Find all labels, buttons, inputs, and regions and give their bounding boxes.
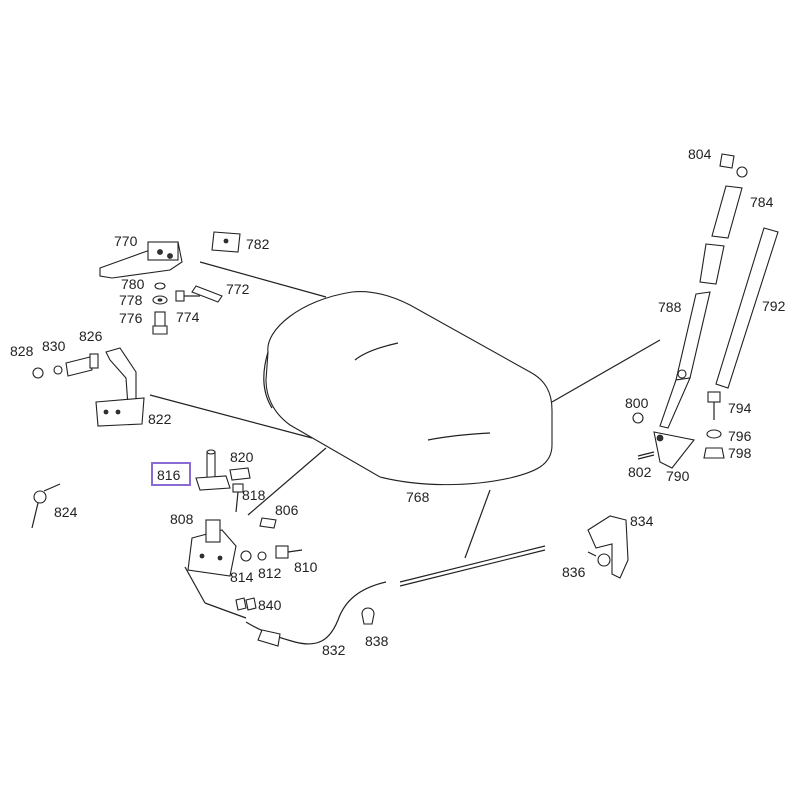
hood-part-768 [263, 291, 553, 486]
label-820: 820 [230, 449, 254, 465]
pin-part-816 [195, 449, 231, 491]
nut-part-798 [703, 447, 725, 459]
label-804: 804 [688, 146, 712, 162]
bracket-part-782 [211, 231, 241, 253]
label-778: 778 [119, 292, 143, 308]
label-826: 826 [79, 328, 103, 344]
hardware-810-814 [240, 545, 303, 562]
label-836: 836 [562, 564, 586, 580]
label-812: 812 [258, 565, 282, 581]
label-800: 800 [625, 395, 649, 411]
label-770: 770 [114, 233, 138, 249]
label-774: 774 [176, 309, 200, 325]
label-838: 838 [365, 633, 389, 649]
label-776: 776 [119, 310, 143, 326]
hinge-part-770 [99, 241, 183, 279]
bolt-part-794 [707, 391, 721, 420]
label-834: 834 [630, 513, 654, 529]
label-784: 784 [750, 194, 774, 210]
leader-lines [149, 261, 661, 619]
label-814: 814 [230, 569, 254, 585]
label-790: 790 [666, 468, 690, 484]
label-808: 808 [170, 511, 194, 527]
pad-part-806 [259, 517, 277, 529]
label-792: 792 [762, 298, 786, 314]
label-788: 788 [658, 299, 682, 315]
spring-part-792 [715, 227, 779, 389]
label-806: 806 [275, 502, 299, 518]
strut-part-788 [659, 291, 711, 429]
hinge-arm-826 [95, 347, 145, 427]
strut-part-784 [699, 185, 743, 285]
label-798: 798 [728, 445, 752, 461]
clips-part-840 [235, 597, 257, 611]
label-810: 810 [294, 559, 318, 575]
label-832: 832 [322, 642, 346, 658]
label-840: 840 [258, 597, 282, 613]
label-824: 824 [54, 504, 78, 520]
screw-part-818 [232, 483, 244, 513]
label-822: 822 [148, 411, 172, 427]
washer-part-800 [632, 412, 644, 424]
highlight-box-816 [151, 462, 191, 486]
grommet-part-838 [361, 607, 375, 625]
label-772: 772 [226, 281, 250, 297]
label-794: 794 [728, 400, 752, 416]
label-796: 796 [728, 428, 752, 444]
label-828: 828 [10, 343, 34, 359]
screw-part-836 [587, 551, 611, 567]
pad-part-772 [191, 285, 223, 303]
washers-776-780 [152, 282, 168, 335]
label-802: 802 [628, 464, 652, 480]
label-818: 818 [242, 487, 266, 503]
label-782: 782 [246, 236, 270, 252]
latch-part-808 [187, 519, 237, 577]
handle-part-834 [587, 515, 629, 579]
label-830: 830 [42, 338, 66, 354]
label-816: 816 [157, 467, 181, 483]
cap-part-804 [719, 153, 748, 178]
cable-part-832 [245, 545, 546, 647]
spring-part-824 [31, 483, 61, 529]
bolt-part-774 [175, 290, 200, 302]
label-768: 768 [406, 489, 430, 505]
bolt-828-830 [32, 353, 99, 379]
pin-part-802 [637, 451, 655, 460]
bracket-part-790 [653, 431, 695, 469]
washer-part-796 [706, 429, 722, 439]
label-780: 780 [121, 276, 145, 292]
clip-part-820 [229, 467, 251, 481]
